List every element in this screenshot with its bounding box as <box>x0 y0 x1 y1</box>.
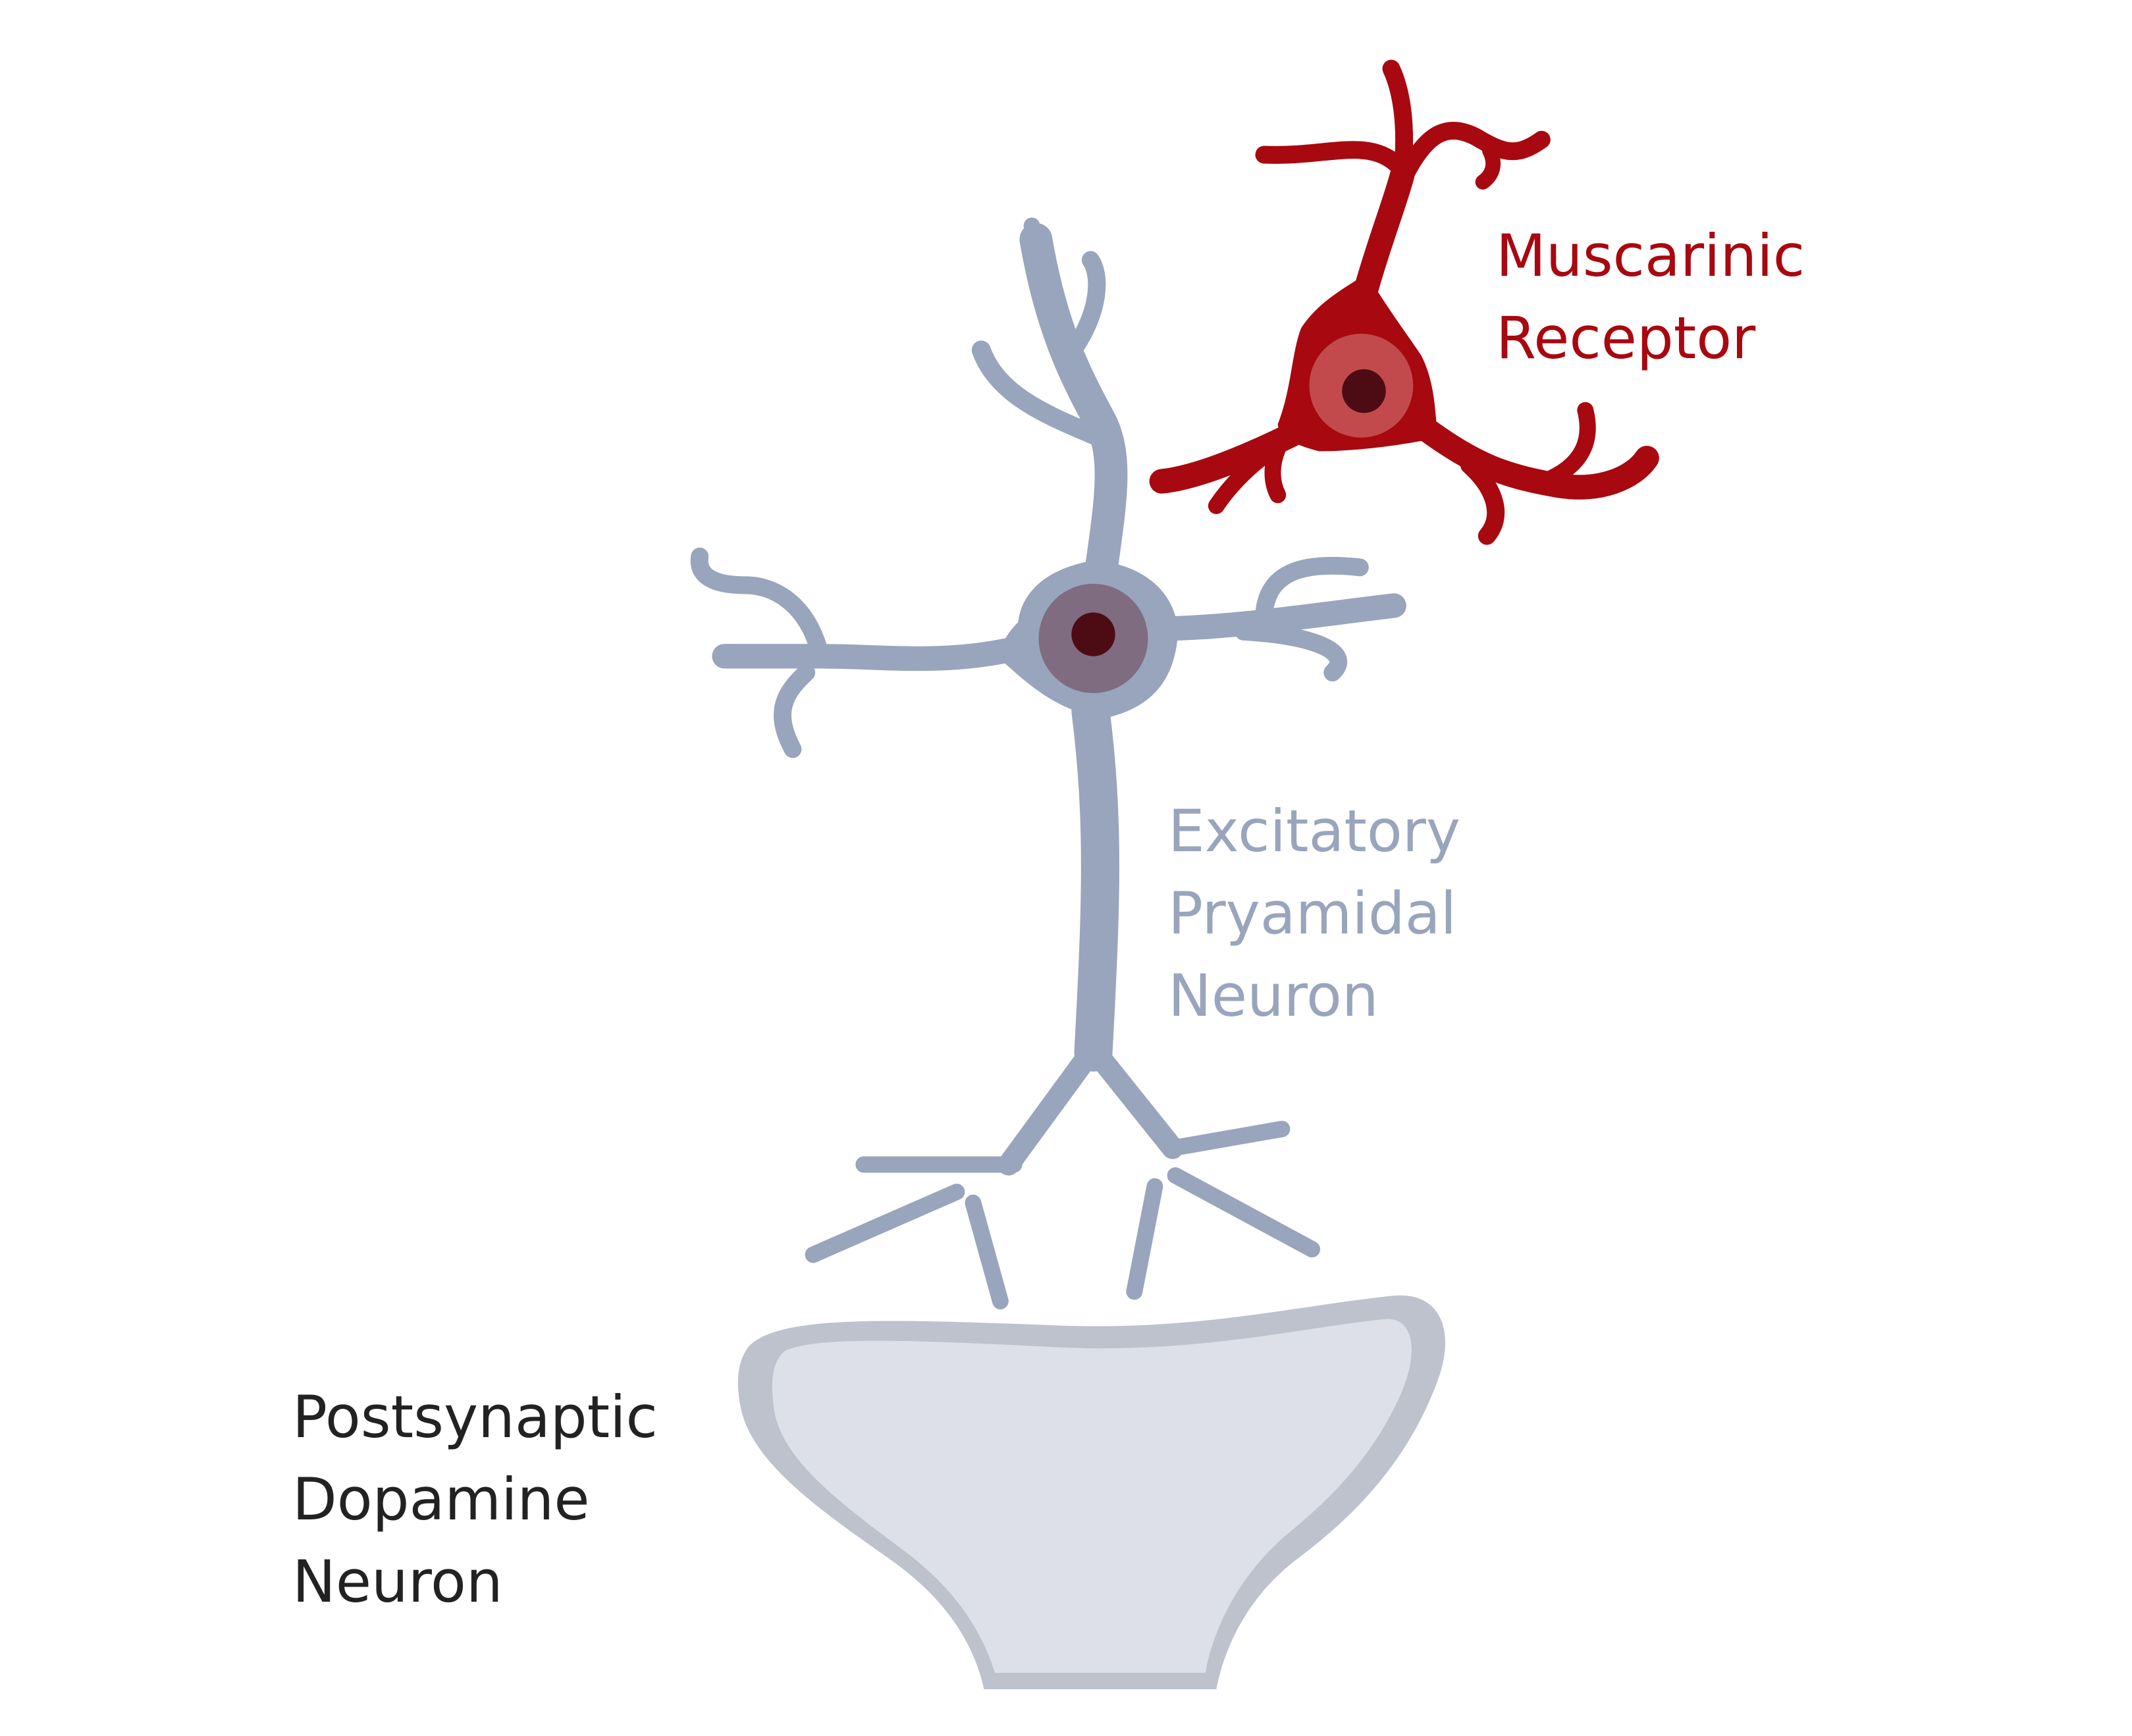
pyramidal-label-line-3: Neuron <box>1168 962 1379 1030</box>
pyramidal-neuron <box>690 217 1406 1309</box>
dopamine-neuron-label: Postsynaptic Dopamine Neuron <box>292 1376 658 1623</box>
pyramidal-nucleolus <box>1071 612 1115 656</box>
pyramidal-label-line-2: Pryamidal <box>1168 880 1457 947</box>
muscarinic-label-line-1: Muscarinic <box>1496 222 1805 290</box>
muscarinic-label-line-2: Receptor <box>1496 304 1756 372</box>
pyramidal-neuron-label: Excitatory Pryamidal Neuron <box>1168 790 1460 1037</box>
dopamine-neuron-body <box>772 1319 1412 1673</box>
dopamine-label-line-3: Neuron <box>292 1548 503 1616</box>
dopamine-label-line-1: Postsynaptic <box>292 1383 658 1451</box>
dopamine-neuron <box>737 1295 1445 1689</box>
dopamine-label-line-2: Dopamine <box>292 1465 590 1533</box>
muscarinic-neuron <box>1149 59 1659 545</box>
muscarinic-receptor-label: Muscarinic Receptor <box>1496 215 1805 379</box>
pyramidal-dendrites <box>690 217 1406 1309</box>
pyramidal-label-line-1: Excitatory <box>1168 797 1460 865</box>
muscarinic-nucleolus <box>1342 369 1386 413</box>
muscarinic-dendrites <box>1149 59 1659 545</box>
